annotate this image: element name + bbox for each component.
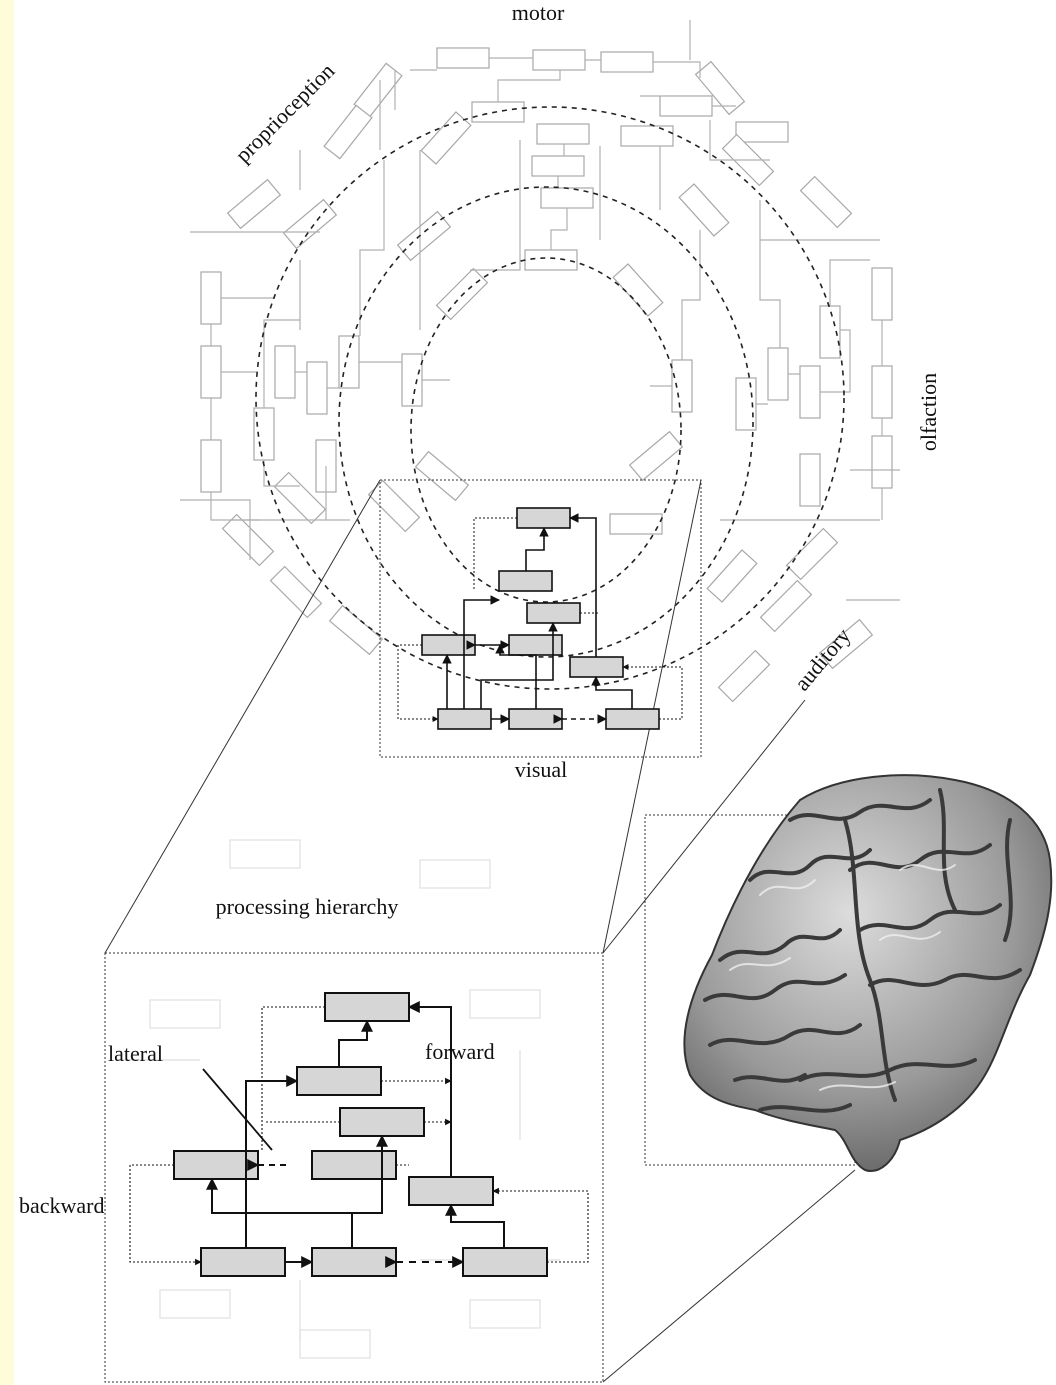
faded-background-network <box>120 839 560 1359</box>
mini-hierarchy <box>397 507 683 730</box>
label-lateral: lateral <box>108 1041 163 1066</box>
label-olfaction: olfaction <box>916 373 941 451</box>
node-center-mid <box>311 1150 397 1180</box>
grey-network <box>200 47 893 703</box>
node-top <box>324 992 410 1022</box>
label-processing-hierarchy: processing hierarchy <box>216 894 399 919</box>
node-level3 <box>296 1066 382 1096</box>
node-bottom-center <box>311 1247 397 1277</box>
zoom-projection <box>104 479 856 1383</box>
node-bottom-left <box>200 1247 286 1277</box>
label-auditory: auditory <box>789 623 855 695</box>
lateral-pointer <box>202 1068 273 1151</box>
left-margin-strip <box>0 0 14 1385</box>
label-visual: visual <box>515 757 568 782</box>
concentric-rings <box>255 106 845 690</box>
node-bottom-right <box>462 1247 548 1277</box>
brain-illustration <box>683 774 1053 1172</box>
label-forward: forward <box>425 1039 495 1064</box>
node-level2b <box>339 1107 425 1137</box>
node-right-mid <box>408 1176 494 1206</box>
label-proprioception: proprioception <box>230 58 339 167</box>
large-hierarchy <box>129 992 589 1277</box>
label-motor: motor <box>512 0 565 25</box>
label-backward: backward <box>19 1193 105 1218</box>
